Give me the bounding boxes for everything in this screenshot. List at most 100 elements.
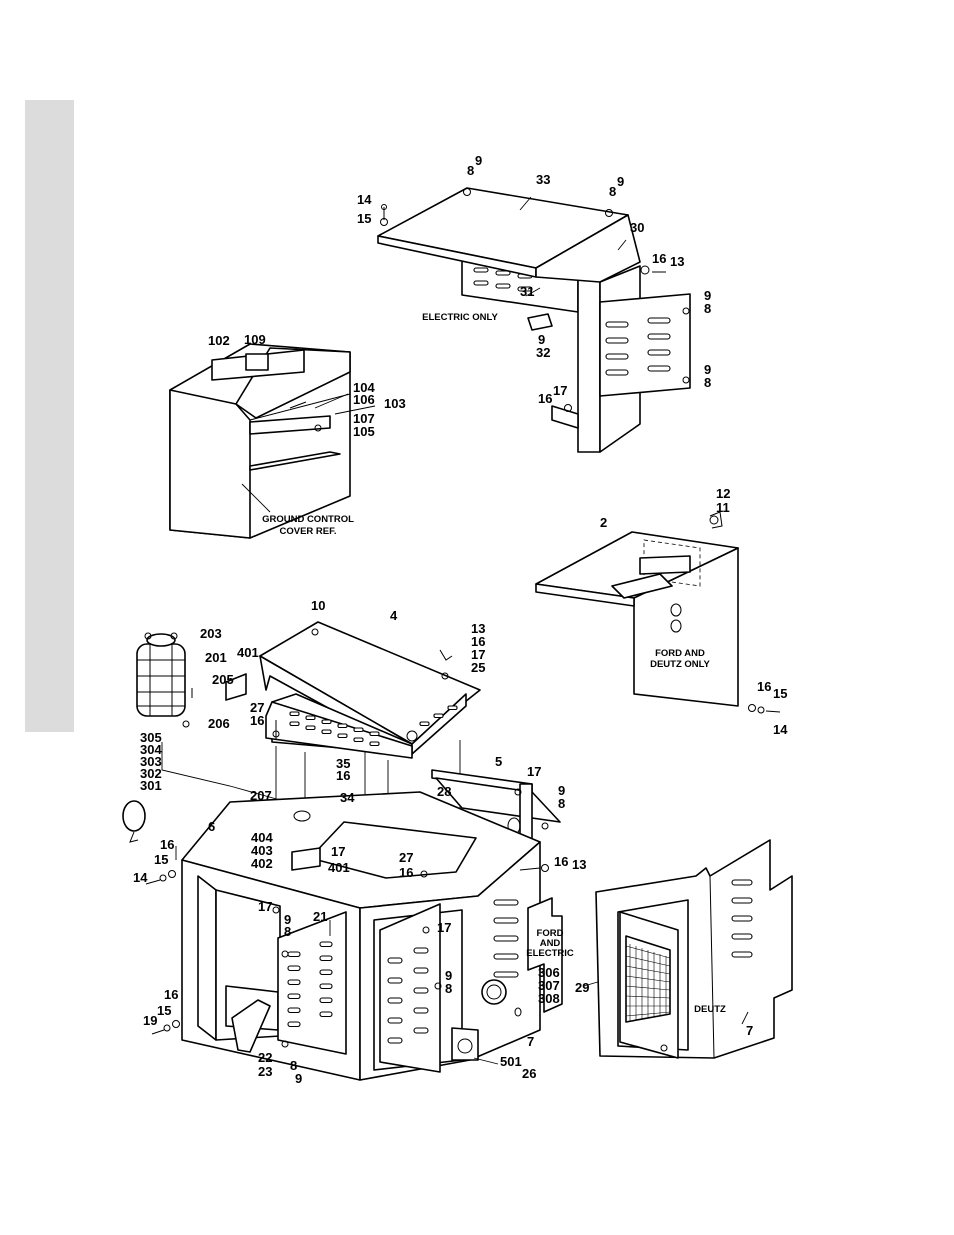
callout-c-307: 307 (538, 978, 560, 993)
callout-c-15-c: 15 (154, 852, 168, 867)
note-n-ground-l2: COVER REF. (279, 526, 336, 537)
note-n-ford-elec-l3: ELECTRIC (526, 948, 574, 959)
note-n-ford-deutz-l2: DEUTZ ONLY (650, 659, 710, 670)
note-n-ground-l1: GROUND CONTROL (262, 514, 354, 525)
callout-c-8-e: 8 (704, 375, 711, 390)
callout-c-304: 304 (140, 742, 162, 757)
callout-c-9-i: 9 (295, 1071, 302, 1086)
callout-c-17-e: 17 (258, 899, 272, 914)
callout-c-16-c: 16 (471, 634, 485, 649)
callout-c-8-i: 8 (290, 1058, 297, 1073)
callout-c-104: 104 (353, 380, 375, 395)
callout-c-9-d: 9 (538, 332, 545, 347)
callout-c-5: 5 (495, 754, 502, 769)
callout-c-107: 107 (353, 411, 375, 426)
callout-c-402: 402 (251, 856, 273, 871)
callout-c-2: 2 (600, 515, 607, 530)
callout-c-15-d: 15 (157, 1003, 171, 1018)
callout-c-401-a: 401 (237, 645, 259, 660)
callout-c-102: 102 (208, 333, 230, 348)
callout-c-103: 103 (384, 396, 406, 411)
callout-c-30: 30 (630, 220, 644, 235)
callout-c-35: 35 (336, 756, 350, 771)
callout-c-16-i: 16 (554, 854, 568, 869)
callout-c-25: 25 (471, 660, 485, 675)
callout-c-9-h: 9 (445, 968, 452, 983)
callout-c-401-b: 401 (328, 860, 350, 875)
callout-c-8-a: 8 (467, 163, 474, 178)
callout-c-109: 109 (244, 332, 266, 347)
callout-c-308: 308 (538, 991, 560, 1006)
callout-c-207: 207 (250, 788, 272, 803)
callout-c-306: 306 (538, 965, 560, 980)
bracket-5 (431, 769, 561, 847)
ground-control-cover (169, 343, 376, 539)
callout-c-16-d: 16 (250, 713, 264, 728)
callout-c-17-a: 17 (553, 383, 567, 398)
callout-c-16-h: 16 (399, 865, 413, 880)
deutz-side-panel (595, 839, 793, 1059)
callout-c-29: 29 (575, 980, 589, 995)
callout-c-27-b: 27 (399, 850, 413, 865)
callout-c-14-c: 14 (133, 870, 148, 885)
callout-c-19: 19 (143, 1013, 157, 1028)
callout-c-9-a: 9 (475, 153, 482, 168)
callout-c-8-c: 8 (704, 301, 711, 316)
callout-c-206: 206 (208, 716, 230, 731)
callout-c-9-c: 9 (704, 288, 711, 303)
callout-c-8-b: 8 (609, 184, 616, 199)
note-n-deutz: DEUTZ (694, 1004, 726, 1015)
callout-c-16-e: 16 (757, 679, 771, 694)
callout-c-9-f: 9 (558, 783, 565, 798)
callout-c-9-b: 9 (617, 174, 624, 189)
callout-c-10: 10 (311, 598, 325, 613)
work-light (136, 632, 193, 728)
note-n-ford-deutz-l1: FORD AND (655, 648, 705, 659)
callout-c-14-a: 14 (357, 192, 372, 207)
callout-c-34: 34 (340, 790, 355, 805)
callout-c-201: 201 (205, 650, 227, 665)
callout-c-21: 21 (313, 909, 327, 924)
ford-deutz-plate (535, 511, 781, 714)
note-n-electric-only: ELECTRIC ONLY (422, 312, 498, 323)
base-enclosure (145, 791, 633, 1081)
side-tab (25, 100, 74, 732)
callout-c-203: 203 (200, 626, 222, 641)
callout-c-6: 6 (208, 819, 215, 834)
note-n-ford-elec-l1: FORD (537, 928, 564, 939)
callout-c-23: 23 (258, 1064, 272, 1079)
callout-c-31: 31 (520, 284, 534, 299)
callout-c-7-a: 7 (527, 1034, 534, 1049)
reflector-bracket (122, 742, 281, 843)
callout-c-301: 301 (140, 778, 162, 793)
callout-c-404: 404 (251, 830, 273, 845)
callout-c-17-b: 17 (471, 647, 485, 662)
callout-c-305: 305 (140, 730, 162, 745)
callout-c-27-a: 27 (250, 700, 264, 715)
callout-c-9-e: 9 (704, 362, 711, 377)
callout-c-7-b: 7 (746, 1023, 753, 1038)
callout-c-15-b: 15 (773, 686, 787, 701)
callout-c-105: 105 (353, 424, 375, 439)
engine-hood (225, 621, 481, 759)
callout-c-17-c: 17 (527, 764, 541, 779)
callout-c-12: 12 (716, 486, 730, 501)
callout-c-16-a: 16 (652, 251, 666, 266)
callout-c-22: 22 (258, 1050, 272, 1065)
callout-c-4: 4 (390, 608, 398, 623)
callout-c-13-b: 13 (471, 621, 485, 636)
callout-c-33: 33 (536, 172, 550, 187)
callout-c-17-f: 17 (437, 920, 451, 935)
callout-c-14-b: 14 (773, 722, 788, 737)
callout-c-403: 403 (251, 843, 273, 858)
callout-c-17-d: 17 (331, 844, 345, 859)
callout-c-32: 32 (536, 345, 550, 360)
callout-c-13-a: 13 (670, 254, 684, 269)
callout-c-16-f: 16 (336, 768, 350, 783)
callout-c-106: 106 (353, 392, 375, 407)
callout-c-26: 26 (522, 1066, 536, 1081)
callout-c-13-c: 13 (572, 857, 586, 872)
